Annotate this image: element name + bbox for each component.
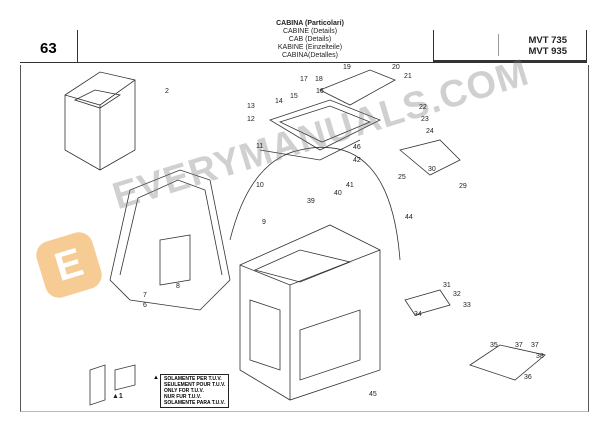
roof-assembly bbox=[259, 69, 396, 161]
side-frame bbox=[109, 146, 401, 311]
callout-15: 15 bbox=[290, 93, 298, 100]
callout-37: 37 bbox=[531, 342, 539, 349]
page-header: 63 CABINA (Particolari) CABINE (Details)… bbox=[20, 18, 587, 62]
callout-44: 44 bbox=[405, 214, 413, 221]
callout-20: 20 bbox=[392, 64, 400, 71]
callout-34: 34 bbox=[414, 311, 422, 318]
section-title: CABINA (Particolari) CABINE (Details) CA… bbox=[180, 20, 440, 60]
callout-39: 39 bbox=[307, 198, 315, 205]
diagram-frame bbox=[20, 65, 589, 412]
title-de: KABINE (Einzelteile) bbox=[277, 44, 343, 51]
title-en: CAB (Details) bbox=[288, 36, 332, 43]
callout-9: 9 bbox=[262, 219, 266, 226]
note-line: SOLAMENTE PER T.U.V. bbox=[164, 376, 222, 382]
callout-38: 38 bbox=[536, 353, 544, 360]
title-fr: CABINE (Details) bbox=[282, 28, 338, 35]
callout-10: 10 bbox=[256, 182, 264, 189]
callout-45: 45 bbox=[369, 391, 377, 398]
model-735: MVT 735 bbox=[528, 35, 567, 46]
callout-6: 6 bbox=[143, 302, 147, 309]
callout-12: 12 bbox=[247, 116, 255, 123]
title-es: CABINA(Detalles) bbox=[281, 52, 338, 59]
model-list: MVT 735 MVT 935 bbox=[528, 35, 567, 57]
callout-30: 30 bbox=[428, 166, 436, 173]
callout-17: 17 bbox=[300, 76, 308, 83]
model-935: MVT 935 bbox=[528, 46, 567, 57]
callout-19: 19 bbox=[343, 64, 351, 71]
callout-16: 16 bbox=[316, 88, 324, 95]
note-line: NUR FUR T.U.V. bbox=[164, 394, 202, 400]
page-number: 63 bbox=[40, 40, 57, 57]
warning-marker: ▲ bbox=[153, 375, 159, 381]
callout-22: 22 bbox=[419, 104, 427, 111]
note-line: SOLAMENTE PARA T.U.V. bbox=[164, 400, 225, 406]
callout-37: 37 bbox=[515, 342, 523, 349]
callout-11: 11 bbox=[256, 143, 264, 150]
callout-35: 35 bbox=[490, 342, 498, 349]
callout-24: 24 bbox=[426, 128, 434, 135]
callout-31: 31 bbox=[443, 282, 451, 289]
callout-7: 7 bbox=[143, 292, 147, 299]
callout-14: 14 bbox=[275, 98, 283, 105]
callout-41: 41 bbox=[346, 182, 354, 189]
callout-1: ▲1 bbox=[112, 393, 123, 400]
callout-23: 23 bbox=[421, 116, 429, 123]
callout-42: 42 bbox=[353, 157, 361, 164]
callout-40: 40 bbox=[334, 190, 342, 197]
callout-13: 13 bbox=[247, 103, 255, 110]
callout-29: 29 bbox=[459, 183, 467, 190]
callout-46: 46 bbox=[353, 144, 361, 151]
callout-32: 32 bbox=[453, 291, 461, 298]
callout-25: 25 bbox=[398, 174, 406, 181]
callout-2: 2 bbox=[165, 88, 169, 95]
callout-21: 21 bbox=[404, 73, 412, 80]
callout-33: 33 bbox=[463, 302, 471, 309]
cab-thumbnail bbox=[64, 71, 136, 171]
tuv-note: SOLAMENTE PER T.U.V. SEULEMENT POUR T.U.… bbox=[160, 374, 230, 408]
callout-36: 36 bbox=[524, 374, 532, 381]
small-parts bbox=[89, 139, 546, 406]
note-line: ONLY FOR T.U.V. bbox=[164, 388, 204, 394]
note-line: SEULEMENT POUR T.U.V. bbox=[164, 382, 226, 388]
callout-18: 18 bbox=[315, 76, 323, 83]
main-cab bbox=[239, 224, 381, 401]
callout-8: 8 bbox=[176, 283, 180, 290]
title-it: CABINA (Particolari) bbox=[276, 20, 344, 27]
